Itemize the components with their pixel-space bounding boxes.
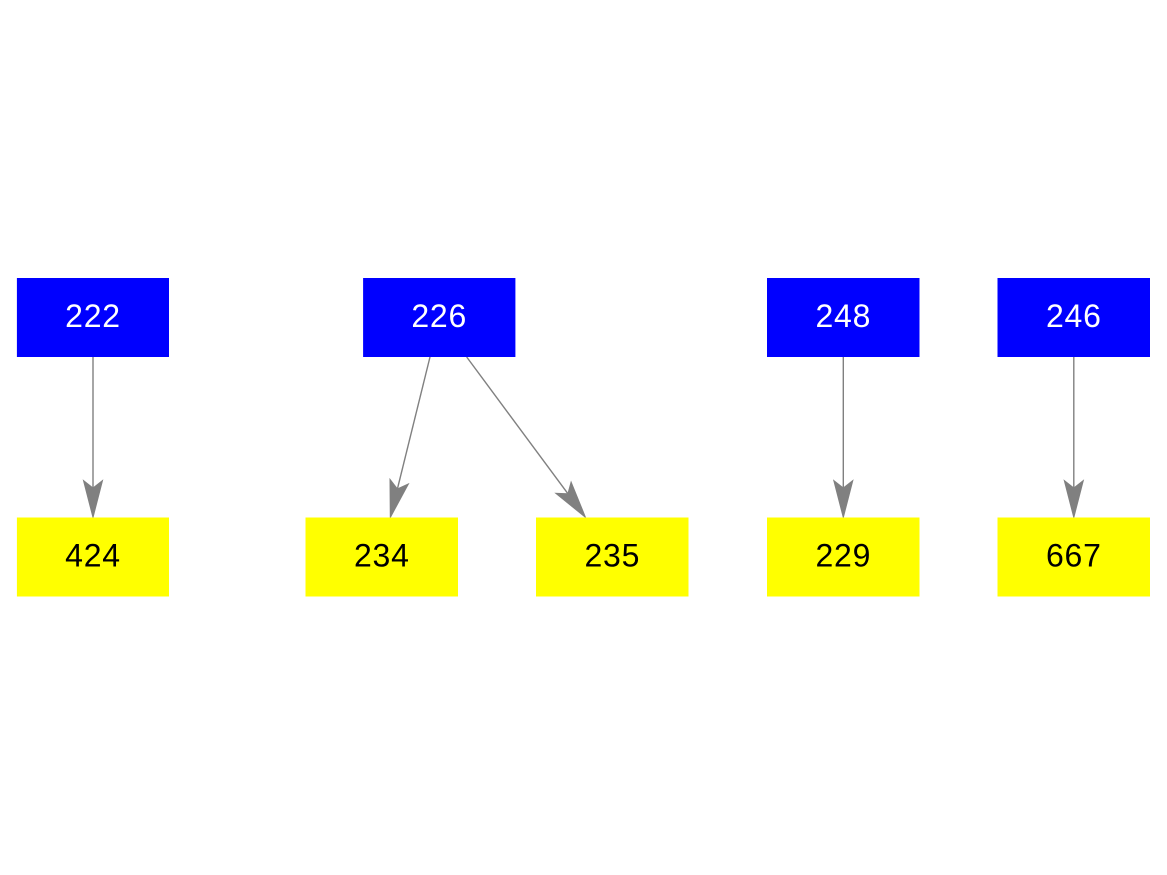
svg-text:424: 424 (65, 538, 121, 574)
svg-text:222: 222 (65, 298, 121, 334)
svg-text:234: 234 (354, 538, 410, 574)
svg-text:235: 235 (584, 538, 640, 574)
svg-text:667: 667 (1046, 538, 1102, 574)
svg-text:248: 248 (815, 298, 871, 334)
svg-text:226: 226 (411, 298, 467, 334)
svg-text:246: 246 (1046, 298, 1102, 334)
svg-text:229: 229 (815, 538, 871, 574)
